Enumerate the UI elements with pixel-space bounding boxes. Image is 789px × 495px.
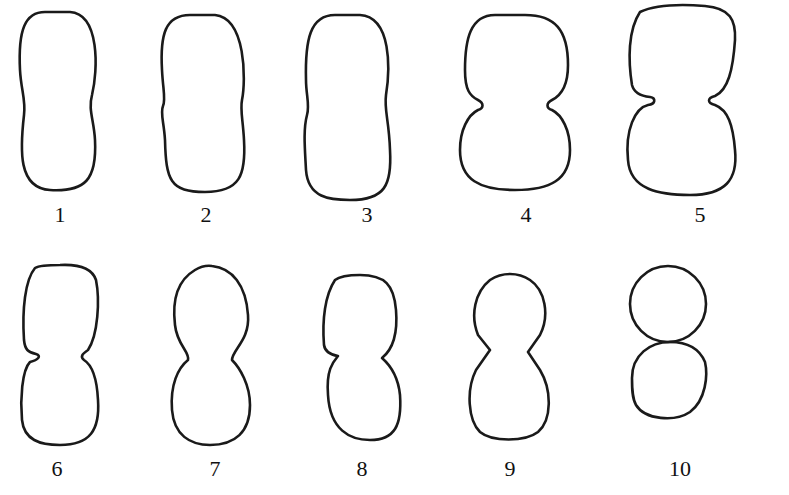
figure-number: 2	[201, 204, 212, 226]
cell-outline	[21, 265, 98, 445]
cell-outline	[632, 342, 706, 418]
figure-number: 5	[695, 204, 706, 226]
cell-outline	[630, 266, 706, 342]
cell-outline	[305, 15, 391, 200]
cell-outline	[460, 15, 570, 190]
figure-number: 6	[52, 458, 63, 480]
figure-number: 3	[362, 204, 373, 226]
cell-outline	[627, 5, 735, 195]
cell-outline	[323, 275, 400, 440]
figure-number: 9	[505, 458, 516, 480]
figure-number: 4	[521, 204, 532, 226]
cell-outline	[172, 266, 250, 445]
cell-outline	[470, 274, 549, 440]
figure-number: 8	[357, 458, 368, 480]
cell-outline	[162, 15, 245, 192]
figure-number: 10	[669, 458, 691, 480]
cell-outline	[20, 12, 96, 190]
figure-number: 1	[55, 204, 66, 226]
figure-number: 7	[210, 458, 221, 480]
